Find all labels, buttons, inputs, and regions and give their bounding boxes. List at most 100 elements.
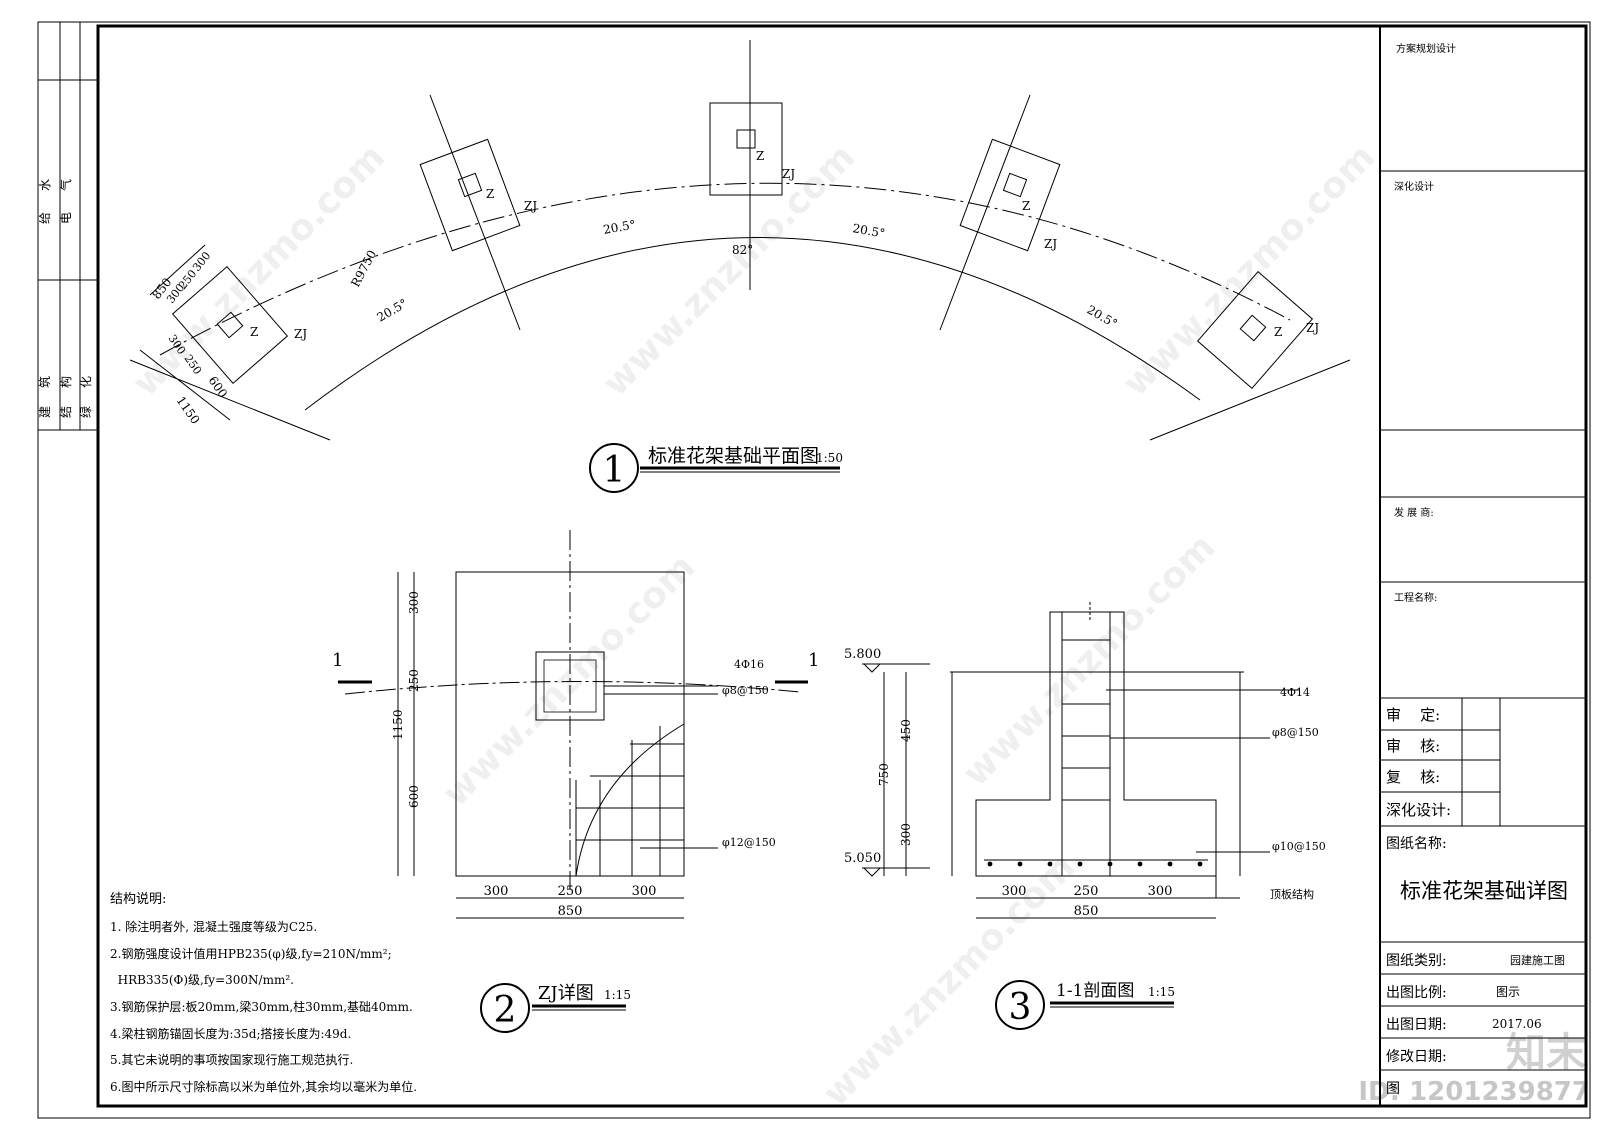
notes-line-4: 3.钢筋保护层:板20mm,梁30mm,柱30mm,基础40mm. — [110, 999, 413, 1014]
zj-vtotal: 1150 — [391, 709, 405, 740]
plan-angle-4: 20.5° — [1085, 302, 1120, 330]
tb-category-label: 图纸类别: — [1386, 953, 1447, 969]
plan-dim-a3: 300 — [190, 249, 213, 274]
plan-angle-total: 82° — [732, 243, 753, 257]
section-elev-top: 5.800 — [844, 647, 881, 662]
section-title-number: 3 — [1009, 987, 1032, 1028]
side-label-a1: 给 — [38, 212, 52, 224]
zj-vdim-0: 300 — [407, 591, 421, 614]
tb-deepen: 深化设计 — [1394, 180, 1434, 193]
zj-hdim-2: 300 — [632, 884, 657, 899]
tb-detail-design: 深化设计: — [1386, 801, 1451, 819]
plan-angle-3: 20.5° — [851, 221, 886, 240]
zj-rebar-main: 4Φ16 — [734, 658, 764, 671]
tb-num-label: 图 — [1386, 1081, 1400, 1097]
section-htotal: 850 — [1074, 904, 1099, 919]
tb-scale: 图示 — [1496, 985, 1520, 999]
side-label-e2: 化 — [79, 376, 93, 388]
section-title-group: 3 1-1剖面图 1:15 — [995, 980, 1175, 1030]
plan-dim-b0: 1150 — [174, 394, 203, 427]
notes-heading: 结构说明: — [110, 892, 166, 907]
tb-date-label: 出图日期: — [1386, 1017, 1447, 1033]
plan-col-mark-3: Z — [756, 149, 764, 163]
side-label-b2: 气 — [58, 179, 73, 191]
side-label-c1: 建 — [38, 406, 52, 418]
plan-title-scale: 1:50 — [816, 451, 843, 465]
tb-review: 审 核: — [1386, 737, 1440, 755]
side-label-d1: 结 — [59, 406, 73, 418]
section-vdim-1: 300 — [899, 823, 913, 846]
section-hdim-1: 250 — [1074, 884, 1099, 899]
zj-labels: 300 250 600 1150 300 250 300 850 1 1 4Φ1… — [332, 591, 819, 919]
plan-dimension-arc — [304, 237, 1201, 411]
tb-category: 园建施工图 — [1510, 953, 1565, 967]
plan-found-mark-1: ZJ — [294, 327, 307, 341]
section-rebar-base: φ10@150 — [1272, 840, 1326, 853]
side-label-strip: 给 水 电 气 建 筑 结 构 绿 化 — [37, 22, 98, 431]
plan-angle-2: 20.5° — [602, 217, 637, 236]
section-title-scale: 1:15 — [1148, 985, 1175, 999]
plan-col-mark-1: Z — [250, 325, 258, 339]
zj-rebar-tie: φ8@150 — [722, 684, 769, 697]
section-labels: 5.800 5.050 450 300 750 300 250 300 850 … — [844, 647, 1326, 919]
zj-rebar-base: φ12@150 — [722, 836, 776, 849]
notes-line-5: 4.梁柱钢筋锚固长度为:35d;搭接长度为:49d. — [110, 1026, 351, 1041]
section-hdim-2: 300 — [1148, 884, 1173, 899]
notes-line-1: 1. 除注明者外, 混凝土强度等级为C25. — [110, 919, 317, 934]
zj-vdim-1: 250 — [407, 669, 421, 692]
zj-detail — [338, 530, 808, 919]
footing-4 — [959, 138, 1061, 252]
side-label-b1: 电 — [59, 212, 73, 224]
section-hdim-0: 300 — [1002, 884, 1027, 899]
outer-border — [37, 21, 1591, 1119]
plan-col-mark-4: Z — [1022, 199, 1030, 213]
zj-rebar-cutaway — [575, 723, 685, 877]
side-label-d2: 构 — [58, 376, 73, 388]
zj-htotal: 850 — [558, 904, 583, 919]
zj-hdim-0: 300 — [484, 884, 509, 899]
tb-date: 2017.06 — [1492, 1017, 1542, 1031]
watermark-corner: 知末 — [1506, 1030, 1586, 1076]
plan-title-number: 1 — [603, 450, 626, 491]
footing-2 — [419, 138, 521, 252]
zj-title-number: 2 — [494, 990, 517, 1031]
plan-dim-b2: 250 — [182, 352, 205, 377]
plan-angle-1: 20.5° — [375, 296, 410, 324]
section-view — [862, 602, 1300, 919]
notes-line-3: HRB335(Φ)级,fy=300N/mm². — [110, 973, 294, 987]
tb-scale-label: 出图比例: — [1386, 985, 1447, 1001]
plan-col-mark-2: Z — [486, 187, 494, 201]
plan-view — [129, 40, 1351, 441]
tb-recheck: 复 核: — [1386, 768, 1440, 786]
section-vdim-0: 450 — [899, 719, 913, 742]
zj-section-mark-right: 1 — [808, 650, 819, 671]
tb-drawing-name-label: 图纸名称: — [1386, 836, 1447, 852]
section-rebar-main: 4Φ14 — [1280, 686, 1310, 699]
side-label-a2: 水 — [38, 179, 52, 191]
section-elev-bot: 5.050 — [844, 851, 881, 866]
plan-title-group: 1 标准花架基础平面图 1:50 — [589, 443, 843, 493]
zj-section-mark-left: 1 — [332, 650, 343, 671]
watermark-id: ID: 1201239877 — [1358, 1077, 1590, 1107]
plan-found-mark-3: ZJ — [782, 167, 795, 181]
notes-line-2: 2.钢筋强度设计值用HPB235(φ)级,fy=210N/mm²; — [110, 946, 392, 961]
tb-approve: 审 定: — [1386, 706, 1440, 724]
structural-notes: 结构说明: 1. 除注明者外, 混凝土强度等级为C25. 2.钢筋强度设计值用H… — [110, 892, 417, 1094]
footing-3 — [709, 102, 783, 196]
plan-found-mark-4: ZJ — [1044, 237, 1057, 251]
plan-dim-b3: 600 — [206, 374, 231, 401]
plan-col-mark-5: Z — [1274, 325, 1282, 339]
title-block: 方案规划设计 深化设计 发 展 商: 工程名称: 审 定: 审 核: 复 核: … — [1379, 26, 1586, 1106]
side-label-c2: 筑 — [37, 376, 52, 388]
side-label-e1: 绿 — [78, 406, 93, 418]
plan-dim-b1: 300 — [166, 332, 189, 357]
plan-labels: Z ZJ Z ZJ Z ZJ Z ZJ Z ZJ 20.5° 20.5° 20.… — [149, 149, 1319, 427]
zj-vdim-2: 600 — [407, 785, 421, 808]
notes-line-7: 6.图中所示尺寸除标高以米为单位外,其余均以毫米为单位. — [110, 1079, 417, 1094]
tb-project: 工程名称: — [1394, 591, 1437, 604]
footing-5 — [1196, 270, 1314, 390]
plan-title: 标准花架基础平面图 — [648, 445, 819, 467]
zj-title-group: 2 ZJ详图 1:15 — [480, 983, 631, 1033]
tb-developer: 发 展 商: — [1394, 506, 1434, 519]
